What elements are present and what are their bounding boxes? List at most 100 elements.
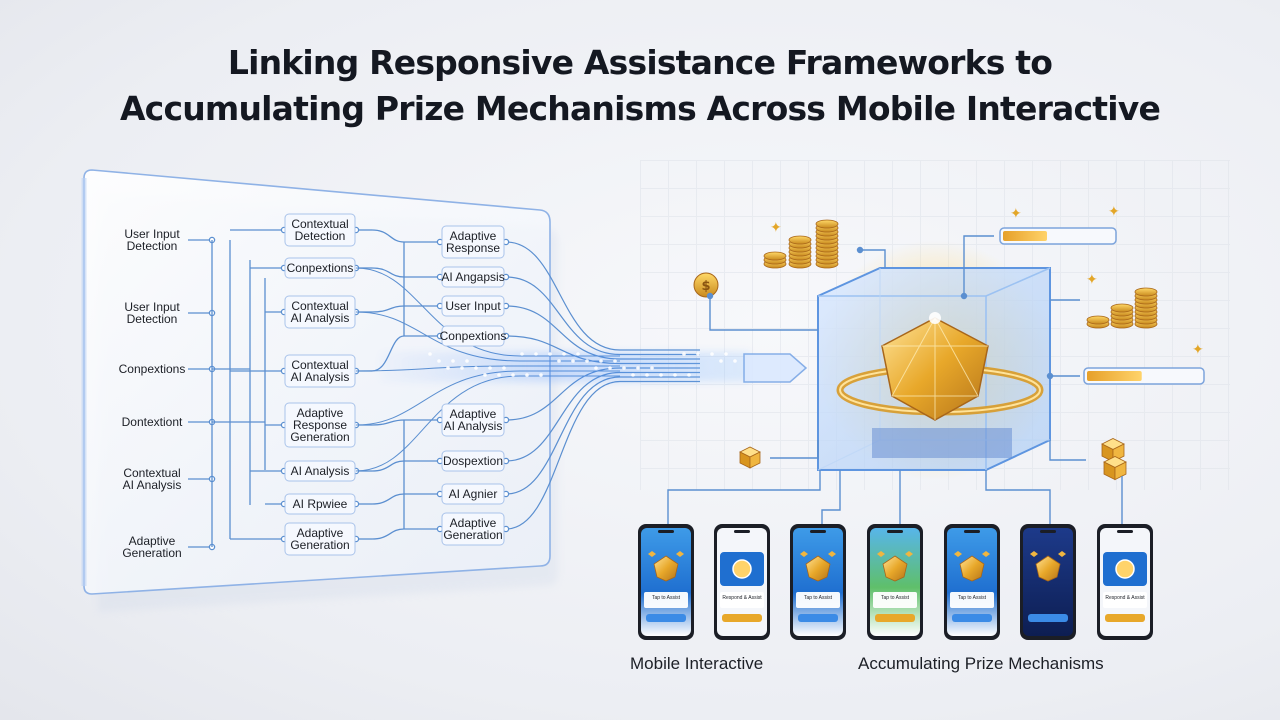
middle_column-node-box (284, 522, 356, 556)
middle_column-node-label: AI Rpwiee (293, 497, 348, 511)
stream-particle (460, 366, 464, 370)
left_column-node-label: Contextual (123, 466, 180, 480)
phone-mockup: Tap to Assist (944, 524, 1000, 640)
stream-particle (599, 359, 603, 363)
stream-particle (437, 359, 441, 363)
stream-particle (511, 373, 515, 377)
connector-line (371, 493, 405, 505)
stream-particle (659, 373, 663, 377)
right_column-node-box (441, 325, 505, 347)
right_column-node-box (441, 403, 505, 437)
middle_column-node-label: Contextual (291, 217, 348, 231)
stream-particle (520, 352, 524, 356)
left_column-node-label: AI Analysis (123, 478, 182, 492)
phone-action-button (952, 614, 992, 622)
stream-particle (719, 359, 723, 363)
stream-particle (525, 373, 529, 377)
middle_column-node-label: Response (293, 418, 347, 432)
middle_column-node-box (284, 460, 356, 482)
stream-particle (724, 352, 728, 356)
middle_column-node-box (284, 295, 356, 329)
middle_column-node-label: Generation (290, 430, 349, 444)
stream-particle (497, 373, 501, 377)
right_column-node-3: Conpextions (440, 325, 506, 347)
gold-cube-icon (1103, 456, 1127, 481)
right_column-node-label: Dospextion (443, 454, 503, 468)
middle_column-node-label: Contextual (291, 299, 348, 313)
page-title: Linking Responsive Assistance Frameworks… (0, 40, 1280, 132)
phone-action-button (722, 614, 762, 622)
connector-line (371, 419, 405, 426)
coin-stack-icon (788, 235, 812, 269)
phone-mockup: Respond & Assist (714, 524, 770, 640)
progress-fill (1003, 231, 1047, 241)
phone-action-button (1028, 614, 1068, 622)
middle_column-node-6: AI Rpwiee (284, 493, 356, 515)
coin-stack-icon (815, 219, 839, 269)
coin-stacks: $✦✦✦✦✦ (693, 204, 1204, 481)
left_column-node-label: User Input (124, 227, 180, 241)
right_column-node-label: User Input (445, 299, 501, 313)
stream-particle (451, 359, 455, 363)
cube-links (667, 235, 1123, 524)
right_column-node-1: AI Angapsis (441, 266, 505, 288)
middle_column-node-label: AI Analysis (291, 464, 350, 478)
right_column-node-label: Response (446, 241, 500, 255)
connector-line (371, 305, 405, 313)
stream-particle (446, 366, 450, 370)
left_column-node-label: Dontextiont (122, 415, 183, 429)
stream-particle (650, 366, 654, 370)
stream-arrow (743, 353, 808, 383)
stream-particle (465, 359, 469, 363)
title-line-2: Accumulating Prize Mechanisms Across Mob… (119, 89, 1161, 128)
phone-mockup: Tap to Assist (638, 524, 694, 640)
stream-particle (483, 373, 487, 377)
right_column-node-label: AI Angapsis (441, 270, 504, 284)
stream-particle (608, 366, 612, 370)
stream-particle (673, 373, 677, 377)
middle_column-node-box (284, 402, 356, 448)
stream-particle (539, 373, 543, 377)
prize-mechanisms-label: Accumulating Prize Mechanisms (858, 654, 1104, 673)
right_column-node-2: User Input (441, 295, 505, 317)
dollar-coin-icon: $ (693, 272, 719, 298)
stream-particle (710, 352, 714, 356)
stream-particle (645, 373, 649, 377)
middle_column-node-box (284, 493, 356, 515)
phone-screen-text: Tap to Assist (881, 595, 910, 601)
right_column-node-6: AI Agnier (441, 483, 505, 505)
stream-particle (594, 366, 598, 370)
stream-particle (585, 359, 589, 363)
svg-text:$: $ (701, 279, 710, 294)
sparkle-icon: ✦ (1192, 342, 1204, 358)
progress-bars (999, 227, 1205, 385)
progress-bar (1083, 367, 1205, 385)
middle_column-node-box (284, 213, 356, 247)
right_column-node-label: Adaptive (450, 229, 497, 243)
phone-screen-text: Tap to Assist (804, 595, 833, 601)
stream-particle (571, 359, 575, 363)
stream-particle (488, 366, 492, 370)
phone-screen-text: Respond & Assist (722, 595, 762, 601)
left_column-node-3: Dontextiont (122, 415, 183, 429)
left_column-node-label: Conpextions (119, 362, 186, 376)
sparkle-icon: ✦ (1086, 272, 1098, 288)
progress-bar (999, 227, 1117, 245)
left_column-node-2: Conpextions (119, 362, 186, 376)
coin-stack-icon (1110, 303, 1134, 329)
phone-screen-text: Tap to Assist (652, 595, 681, 601)
phone-mockup (1020, 524, 1076, 640)
middle_column-node-label: AI Analysis (291, 311, 350, 325)
connector-line (371, 528, 405, 540)
stream-particle (576, 352, 580, 356)
phone-mockup: Respond & Assist (1097, 524, 1153, 640)
